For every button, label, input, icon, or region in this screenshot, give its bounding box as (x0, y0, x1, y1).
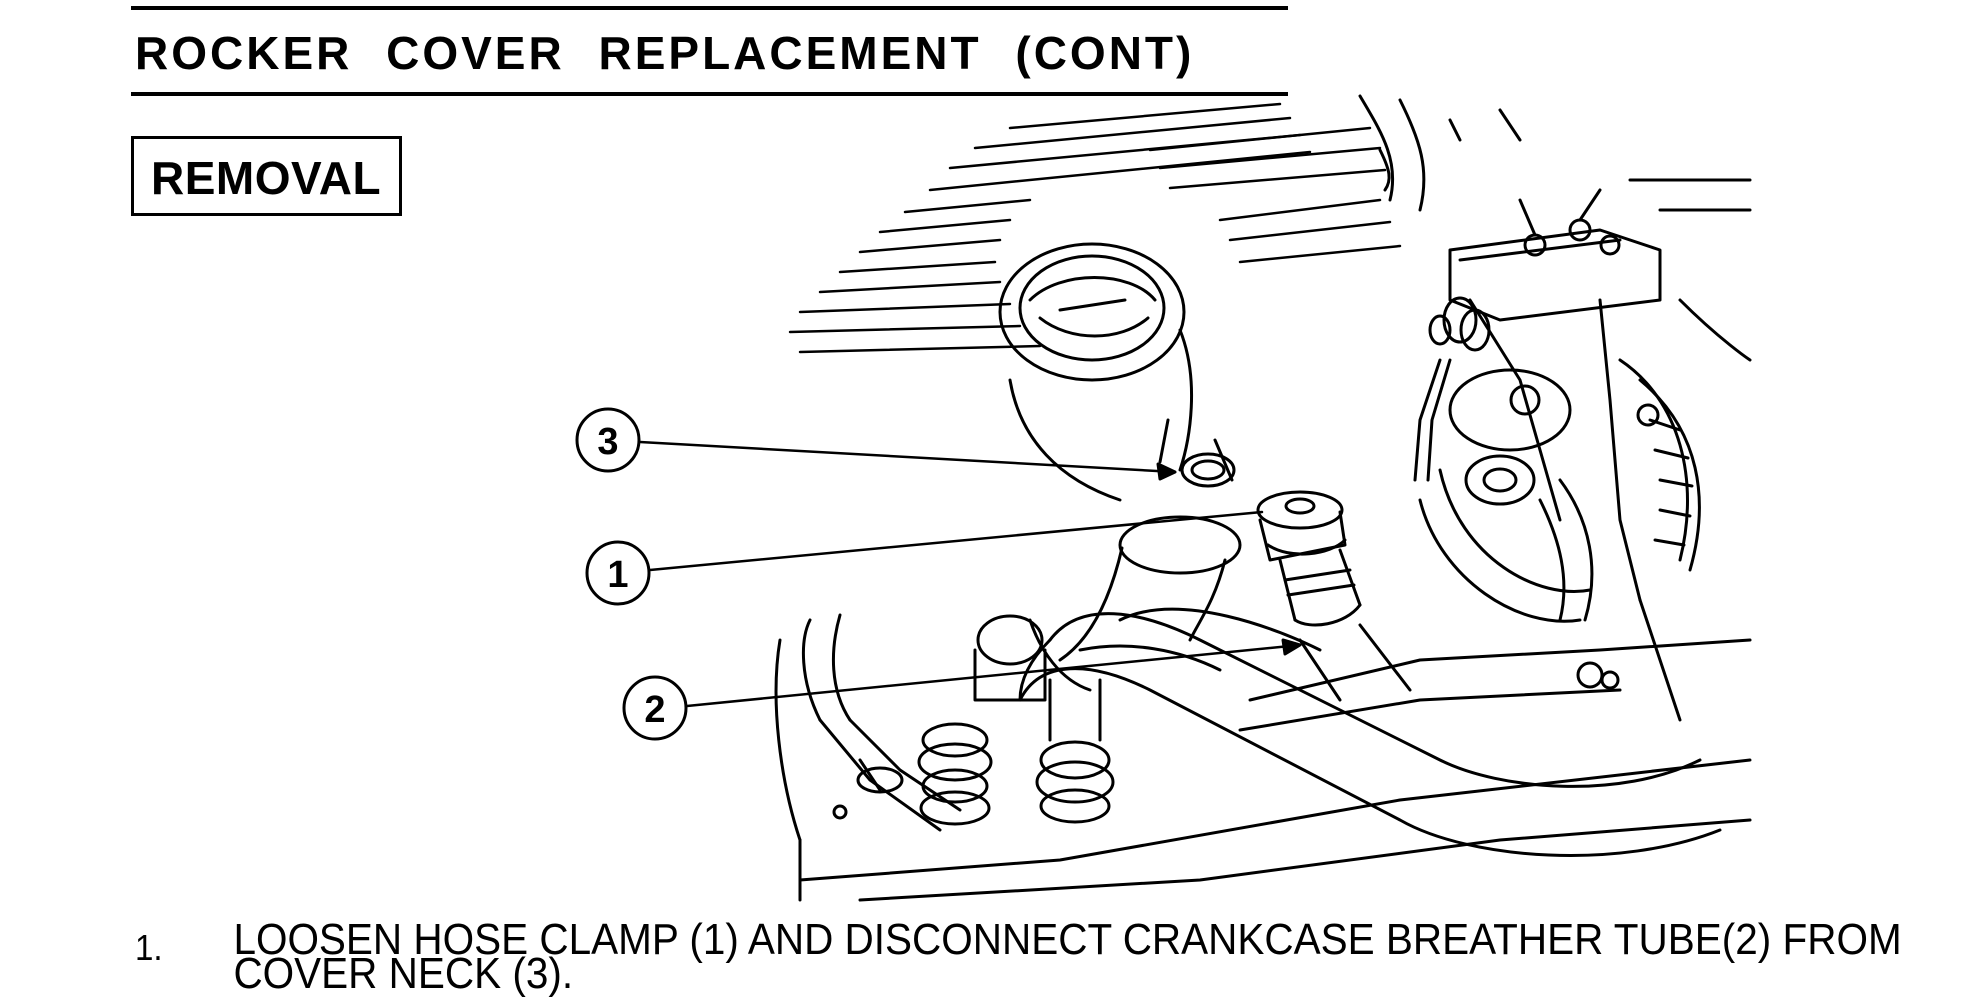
breather-tube (1018, 515, 1722, 857)
callout-label-1: 1 (607, 554, 628, 596)
upper-engine-detail (1358, 94, 1522, 212)
engine-illustration: 3 1 2 (575, 94, 1752, 902)
lower-fittings (802, 613, 1115, 832)
page-title: ROCKER COVER REPLACEMENT (CONT) (135, 27, 1195, 79)
callout-2: 2 (622, 638, 1302, 741)
callout-label-3: 3 (597, 421, 618, 463)
step-number: 1. (135, 927, 163, 968)
section-heading: REMOVAL (151, 152, 382, 204)
breather-hose (1078, 607, 1412, 702)
filler-cap (998, 242, 1193, 502)
step-text: LOOSEN HOSE CLAMP (1) AND DISCONNECT CRA… (233, 915, 1902, 998)
cover-neck (1158, 418, 1236, 488)
step-item: 1. LOOSEN HOSE CLAMP (1) AND DISCONNECT … (135, 918, 1902, 1006)
callout-1: 1 (585, 510, 1264, 606)
section-heading-box: REMOVAL (131, 136, 402, 216)
right-bracket (1413, 178, 1752, 722)
rocker-cover-ribs (788, 102, 1402, 354)
hose-clamp (1256, 490, 1362, 627)
engine-base (774, 638, 1752, 902)
header-top-rule (131, 6, 1288, 10)
callout-3: 3 (575, 407, 1177, 481)
header-bottom-rule (131, 92, 1288, 96)
callout-label-2: 2 (644, 689, 665, 731)
